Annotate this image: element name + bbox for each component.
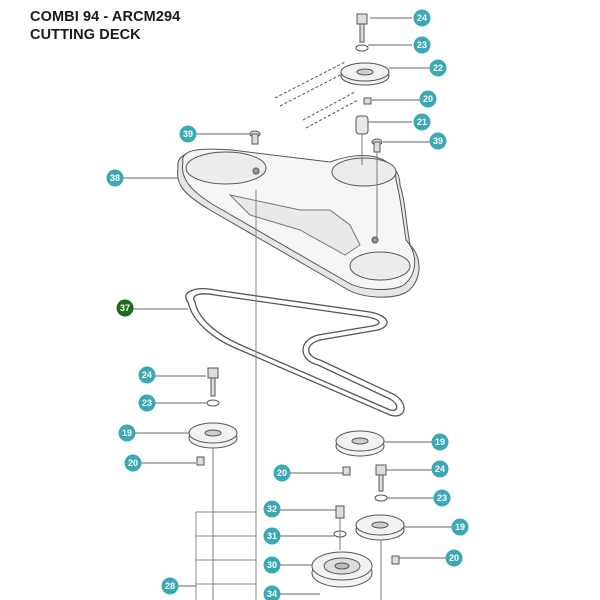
svg-text:28: 28: [165, 581, 175, 591]
callout-30: 30: [263, 556, 281, 574]
svg-text:24: 24: [417, 13, 427, 23]
svg-text:23: 23: [142, 398, 152, 408]
callout-20-mid: 20: [273, 464, 291, 482]
callout-19-right-lower: 19: [451, 518, 469, 536]
svg-text:20: 20: [277, 468, 287, 478]
callout-39-right: 39: [429, 132, 447, 150]
svg-text:38: 38: [110, 173, 120, 183]
svg-text:19: 19: [435, 437, 445, 447]
callout-31: 31: [263, 527, 281, 545]
leader-lines: [123, 17, 452, 595]
svg-text:20: 20: [449, 553, 459, 563]
deck-plate: [176, 148, 420, 298]
left-pulley-assembly: [188, 367, 238, 600]
callout-39-left: 39: [179, 125, 197, 143]
callout-24-top: 24: [413, 9, 431, 27]
svg-text:23: 23: [417, 40, 427, 50]
svg-text:30: 30: [267, 560, 277, 570]
top-pulley-assembly: [274, 13, 390, 165]
callout-24-right: 24: [431, 460, 449, 478]
callout-20-right-lower: 20: [445, 549, 463, 567]
callout-23-top: 23: [413, 36, 431, 54]
svg-text:24: 24: [142, 370, 152, 380]
svg-text:19: 19: [122, 428, 132, 438]
callout-37: 37: [116, 299, 134, 317]
svg-text:37: 37: [120, 303, 130, 313]
svg-text:23: 23: [437, 493, 447, 503]
svg-text:24: 24: [435, 464, 445, 474]
callout-23-right: 23: [433, 489, 451, 507]
svg-text:20: 20: [423, 94, 433, 104]
callout-28: 28: [161, 577, 179, 595]
v-belt: [185, 288, 405, 417]
svg-text:32: 32: [267, 504, 277, 514]
svg-text:20: 20: [128, 458, 138, 468]
svg-text:34: 34: [267, 589, 277, 599]
spindle-pulley-assembly: [311, 505, 373, 588]
lower-right-pulley-assembly: [355, 464, 405, 600]
svg-text:21: 21: [417, 117, 427, 127]
callout-19-left: 19: [118, 424, 136, 442]
diagram-title: COMBI 94 - ARCM294: [30, 9, 181, 25]
callout-20-top: 20: [419, 90, 437, 108]
callout-23-left: 23: [138, 394, 156, 412]
callout-38: 38: [106, 169, 124, 187]
callout-32: 32: [263, 500, 281, 518]
callout-20-left: 20: [124, 454, 142, 472]
diagram-subtitle: CUTTING DECK: [30, 27, 141, 43]
bracket-lines: [195, 190, 257, 600]
callout-22: 22: [429, 59, 447, 77]
svg-text:39: 39: [433, 136, 443, 146]
svg-text:39: 39: [183, 129, 193, 139]
callout-21: 21: [413, 113, 431, 131]
svg-text:19: 19: [455, 522, 465, 532]
callout-19-right-upper: 19: [431, 433, 449, 451]
svg-text:22: 22: [433, 63, 443, 73]
deck-bolts: [249, 130, 383, 240]
callout-24-left: 24: [138, 366, 156, 384]
callout-34: 34: [263, 585, 281, 600]
right-pulley-assembly: [335, 430, 385, 476]
svg-text:31: 31: [267, 531, 277, 541]
